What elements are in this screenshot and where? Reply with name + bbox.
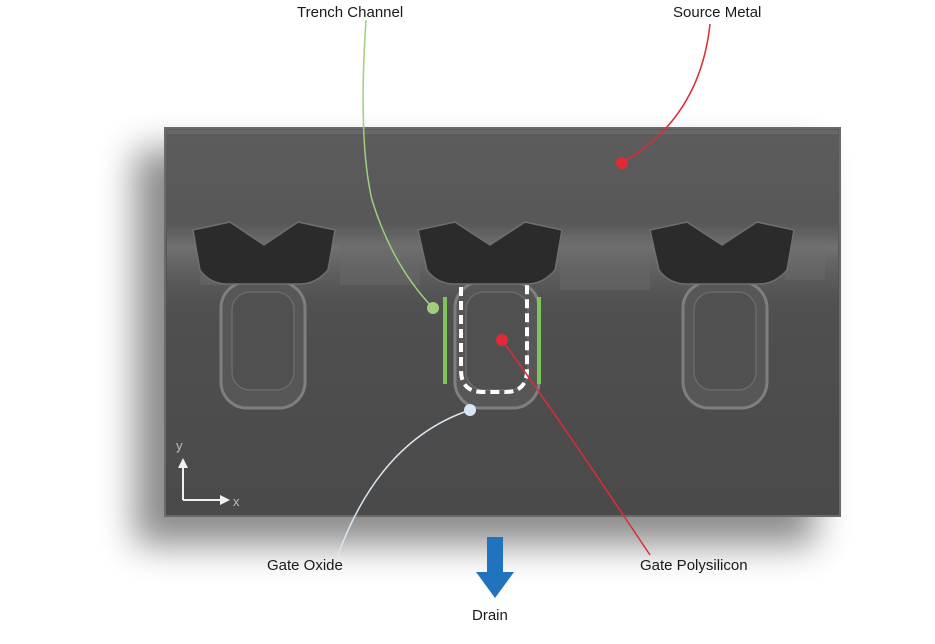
axis-y-label: y xyxy=(176,438,183,453)
sem-image xyxy=(164,127,841,517)
callout-dot-source-metal xyxy=(616,157,628,169)
trench-right xyxy=(649,221,795,410)
label-source-metal: Source Metal xyxy=(673,4,762,21)
callout-source-metal xyxy=(621,23,711,164)
axis-x-label: x xyxy=(233,494,240,509)
callout-dot-gate-oxide xyxy=(464,404,476,416)
trench-left xyxy=(192,221,336,410)
label-trench-channel: Trench Channel xyxy=(297,4,404,21)
callout-dot-gate-polysilicon xyxy=(496,334,508,346)
trench-center xyxy=(417,221,563,410)
label-gate-oxide: Gate Oxide xyxy=(267,557,343,574)
drain-arrow-icon xyxy=(476,537,514,598)
callout-dot-trench-channel xyxy=(427,302,439,314)
label-drain: Drain xyxy=(472,607,508,624)
label-gate-polysilicon: Gate Polysilicon xyxy=(640,557,748,574)
gate-oxide-outline xyxy=(459,285,529,394)
axis-indicator xyxy=(178,458,230,505)
callout-trench-channel xyxy=(362,19,434,309)
callout-gate-polysilicon xyxy=(501,339,651,556)
callout-gate-oxide xyxy=(337,409,471,556)
